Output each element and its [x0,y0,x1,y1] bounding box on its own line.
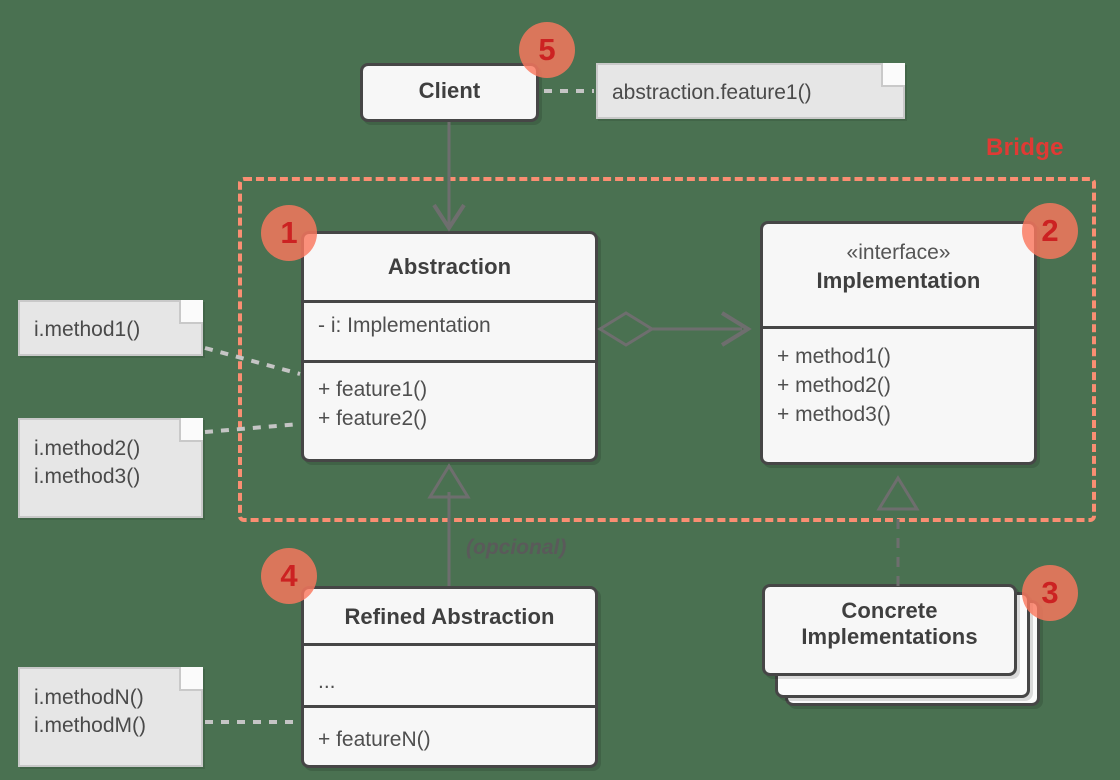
optional-label: (opcional) [466,536,567,559]
attribute-item: ... [318,670,336,693]
note-text: i.method1() [34,318,141,341]
class-title-line-2: Implementations [801,623,978,649]
note-client-call[interactable]: abstraction.feature1() [596,63,905,119]
note-fold-icon [179,667,203,691]
step-badge-1[interactable]: 1 [261,205,317,261]
class-title-client: Client [418,78,481,103]
step-badge-3[interactable]: 3 [1022,565,1078,621]
class-title-implementation: Implementation [816,268,981,294]
method-item: + feature2() [318,406,428,430]
note-methodN-methodM[interactable]: i.methodN() i.methodM() [18,667,203,767]
class-attributes-abstraction: - i: Implementation [304,300,595,360]
method-item: + feature1() [318,378,428,401]
class-header-implementation: «interface» Implementation [763,224,1034,326]
class-box-concrete-implementations[interactable]: Concrete Implementations [762,584,1017,676]
note-text: abstraction.feature1() [612,81,812,104]
step-badge-2[interactable]: 2 [1022,203,1078,259]
class-title-concrete-implementations: Concrete Implementations [765,587,1014,659]
attribute-item: - i: Implementation [318,314,491,337]
method-item: + method3() [777,402,891,426]
class-stereotype-implementation: «interface» [846,241,951,264]
method-item: + featureN() [318,728,431,751]
note-fold-icon [881,63,905,87]
note-text-line-2: i.method3() [34,464,141,488]
class-methods-refined-abstraction: + featureN() [304,705,595,765]
method-item: + method2() [777,373,891,397]
note-text-line-1: i.methodN() [34,686,144,709]
class-methods-abstraction: + feature1() + feature2() [304,360,595,459]
class-title-refined-abstraction: Refined Abstraction [344,604,555,629]
class-attributes-refined-abstraction: ... [304,643,595,705]
bridge-pattern-label: Bridge [986,134,1064,161]
class-box-abstraction[interactable]: Abstraction - i: Implementation + featur… [301,231,598,462]
method-item: + method1() [777,345,891,368]
class-box-implementation[interactable]: «interface» Implementation + method1() +… [760,221,1037,465]
note-text-line-2: i.methodM() [34,713,147,737]
class-title-abstraction: Abstraction [387,254,512,279]
note-fold-icon [179,300,203,324]
class-methods-implementation: + method1() + method2() + method3() [763,326,1034,462]
class-box-client[interactable]: Client [360,63,539,122]
step-badge-5[interactable]: 5 [519,22,575,78]
note-method1[interactable]: i.method1() [18,300,203,356]
class-box-refined-abstraction[interactable]: Refined Abstraction ... + featureN() [301,586,598,768]
class-title-line-1: Concrete [841,598,938,623]
note-text-line-1: i.method2() [34,437,141,460]
note-method2-method3[interactable]: i.method2() i.method3() [18,418,203,518]
note-fold-icon [179,418,203,442]
step-badge-4[interactable]: 4 [261,548,317,604]
